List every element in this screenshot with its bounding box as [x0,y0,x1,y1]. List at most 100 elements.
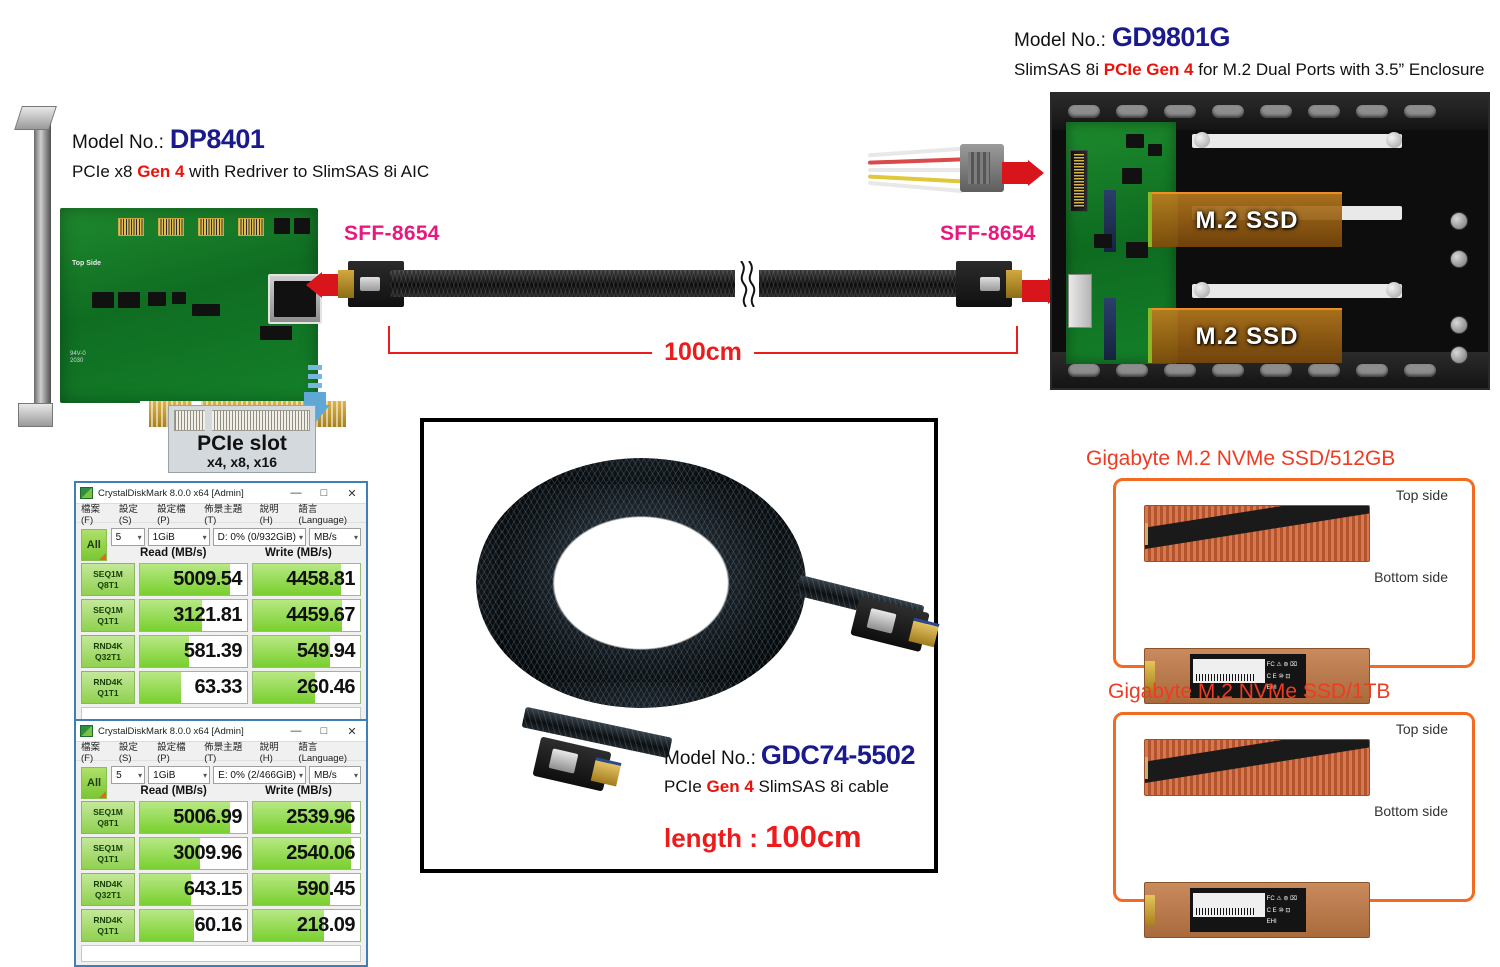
cdm2-row-3-write[interactable]: 218.09 [252,909,361,942]
cdm1-menu-theme[interactable]: 佈景主題(T) [204,503,243,526]
cdm2-drive-value: E: 0% (2/466GiB) [218,769,296,781]
cdm1-row-1-write[interactable]: 4459.67 [252,599,361,632]
crystaldiskmark-window-2[interactable]: CrystalDiskMark 8.0.0 x64 [Admin] — □ ✕ … [74,719,368,967]
table-row[interactable]: RND4K Q32T1 581.39 549.94 [81,635,361,668]
cdm1-row-0-write[interactable]: 4458.81 [252,563,361,596]
cdm2-row-3-read[interactable]: 60.16 [139,909,248,942]
cdm2-title-bar[interactable]: CrystalDiskMark 8.0.0 x64 [Admin] — □ ✕ [76,721,366,742]
pcie-slot-illustration: PCIe slot x4, x8, x16 [168,405,316,473]
cdm2-test-size-value: 1GiB [153,769,176,781]
ssd-panel-1-bottom-label: Bottom side [1374,569,1448,585]
cdm2-test-size-select[interactable]: 1GiB▾ [148,766,211,784]
cdm2-close-button[interactable]: ✕ [347,725,357,738]
cdm2-row-2-write[interactable]: 590.45 [252,873,361,906]
cable-connector-left [338,261,404,307]
cdm1-test-count-select[interactable]: 5▾ [110,528,145,546]
cdm1-toolbar[interactable]: All 5▾ 1GiB▾ D: 0% (0/932GiB)▾ MB/s▾ [81,528,361,561]
cable-model-no: GDC74-5502 [760,740,916,770]
table-row[interactable]: SEQ1M Q8T1 5006.99 2539.96 [81,801,361,834]
ssd-panel-1-title: Gigabyte M.2 NVMe SSD/512GB [1086,447,1396,470]
cdm1-drive-select[interactable]: D: 0% (0/932GiB)▾ [212,528,306,546]
slimsas-cable-illustration [338,258,1022,310]
enclosure-description: SlimSAS 8i PCIe Gen 4 for M.2 Dual Ports… [1014,60,1485,80]
cdm1-row-3-read[interactable]: 63.33 [139,671,248,704]
cdm2-row-2-read[interactable]: 643.15 [139,873,248,906]
chevron-down-icon: ▾ [298,532,303,542]
cdm1-menu-help[interactable]: 說明(H) [259,503,279,526]
cdm1-menu-file[interactable]: 檔案(F) [81,503,101,526]
cdm2-row-0-read[interactable]: 5006.99 [139,801,248,834]
crystaldiskmark-window-1[interactable]: CrystalDiskMark 8.0.0 x64 [Admin] — □ ✕ … [74,481,368,729]
table-row[interactable]: SEQ1M Q1T1 3121.81 4459.67 [81,599,361,632]
cdm1-test-size-select[interactable]: 1GiB▾ [147,528,210,546]
cdm2-row-1-label: SEQ1M Q1T1 [81,837,135,870]
cdm1-all-button[interactable]: All [81,528,107,561]
cdm2-menu-bar[interactable]: 檔案(F) 設定(S) 設定檔(P) 佈景主題(T) 說明(H) 語言(Lang… [76,741,366,764]
cdm2-row-0-write[interactable]: 2539.96 [252,801,361,834]
cdm2-minimize-button[interactable]: — [290,724,302,737]
table-row[interactable]: RND4K Q1T1 63.33 260.46 [81,671,361,704]
cable-model-prefix: Model No.: [664,748,756,769]
arrow-to-sata-power-port [1002,160,1044,186]
table-row[interactable]: RND4K Q1T1 60.16 218.09 [81,909,361,942]
cdm1-maximize-button[interactable]: □ [320,486,328,499]
cdm2-test-count-value: 5 [116,769,122,781]
cdm1-menu-bar[interactable]: 檔案(F) 設定(S) 設定檔(P) 佈景主題(T) 說明(H) 語言(Lang… [76,503,366,526]
cable-braid [390,260,972,308]
cable-length-value: 100cm [652,338,754,367]
table-row[interactable]: SEQ1M Q8T1 5009.54 4458.81 [81,563,361,596]
aic-heading: Model No.: DP8401 PCIe x8 Gen 4 with Red… [72,124,429,182]
cdm1-title-bar[interactable]: CrystalDiskMark 8.0.0 x64 [Admin] — □ ✕ [76,483,366,504]
pcie-slot-subtitle: x4, x8, x16 [206,454,278,470]
cdm1-unit-select[interactable]: MB/s▾ [309,528,361,546]
cdm1-close-button[interactable]: ✕ [347,487,357,500]
aic-description: PCIe x8 Gen 4 with Redriver to SlimSAS 8… [72,162,429,182]
cdm1-row-1-label-line2: Q1T1 [97,615,119,626]
cdm1-row-3-write[interactable]: 260.46 [252,671,361,704]
cdm2-menu-theme[interactable]: 佈景主題(T) [204,741,243,764]
gdc74-5502-cable-photo: Model No.: GDC74-5502 PCIe Gen 4 SlimSAS… [420,418,940,873]
cdm2-row-0-label-line2: Q8T1 [97,817,119,828]
cdm2-column-headers: Read (MB/s) Write (MB/s) [111,785,361,797]
cdm2-menu-language[interactable]: 語言(Language) [298,741,348,764]
cdm2-test-count-select[interactable]: 5▾ [111,766,146,784]
table-row[interactable]: RND4K Q32T1 643.15 590.45 [81,873,361,906]
ssd-panel-1-cert-icons: FC ⚠ ⊜ ⌧C E ⑩ ⊡ EHI [1266,662,1297,692]
cdm1-row-2-label-line1: RND4K [93,640,123,651]
cable-length-label: length : [664,823,766,853]
cdm2-status-bar [81,945,361,962]
cable-coil [476,458,806,708]
ssd-panel-2-bottom-label: Bottom side [1374,803,1448,819]
cdm1-row-0-label-line2: Q8T1 [97,579,119,590]
cdm2-row-3-label-line2: Q1T1 [97,925,119,936]
cdm2-toolbar[interactable]: All 5▾ 1GiB▾ E: 0% (2/466GiB)▾ MB/s▾ [81,766,361,799]
cdm1-menu-settings[interactable]: 設定(S) [118,503,138,526]
cdm2-menu-file[interactable]: 檔案(F) [81,741,101,764]
enclosure-slimsas-port [1068,274,1092,328]
cdm1-row-1-read[interactable]: 3121.81 [139,599,248,632]
cdm2-maximize-button[interactable]: □ [320,724,328,737]
cdm1-row-0-read[interactable]: 5009.54 [139,563,248,596]
aic-desc-c: with Redriver to SlimSAS 8i AIC [184,162,430,181]
arrow-to-aic-connector [306,272,348,298]
cdm2-unit-select[interactable]: MB/s▾ [309,766,361,784]
cdm1-minimize-button[interactable]: — [290,486,302,499]
table-row[interactable]: SEQ1M Q1T1 3009.96 2540.06 [81,837,361,870]
ssd-panel-2-sticker: FC ⚠ ⊜ ⌧C E ⑩ ⊡ EHI [1189,888,1307,932]
enclosure-top-vents [1052,94,1488,130]
cdm2-row-1-write[interactable]: 2540.06 [252,837,361,870]
cdm2-drive-select[interactable]: E: 0% (2/466GiB)▾ [213,766,306,784]
cdm1-row-2-write[interactable]: 549.94 [252,635,361,668]
pci-bracket [18,116,53,427]
enclosure-model-prefix: Model No.: [1014,30,1106,51]
cdm2-menu-help[interactable]: 說明(H) [259,741,279,764]
cdm2-row-1-read[interactable]: 3009.96 [139,837,248,870]
cdm2-menu-settings[interactable]: 設定(S) [118,741,138,764]
cdm2-menu-profile[interactable]: 設定檔(P) [157,741,186,764]
cdm2-all-button[interactable]: All [81,766,108,799]
cdm1-row-2-read[interactable]: 581.39 [139,635,248,668]
cable-length-caption: length : 100cm [664,819,932,855]
cdm1-menu-language[interactable]: 語言(Language) [298,503,348,526]
cdm1-menu-profile[interactable]: 設定檔(P) [157,503,186,526]
ssd-panel-2-bottom-image: FC ⚠ ⊜ ⌧C E ⑩ ⊡ EHI [1144,882,1370,938]
